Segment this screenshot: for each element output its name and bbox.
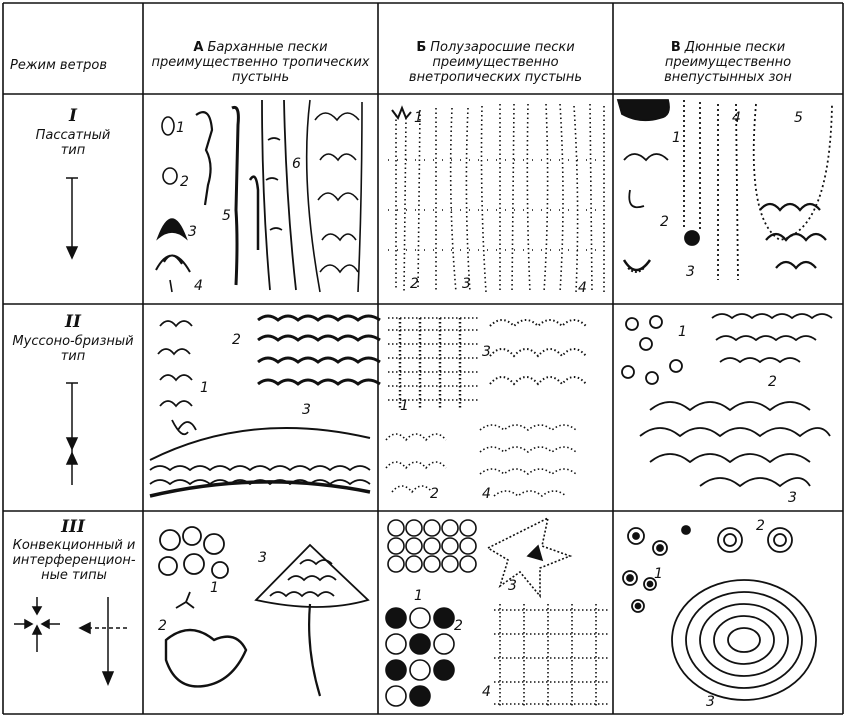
- column-letter-a: А: [193, 40, 203, 55]
- diagram-r1-a: [156, 100, 362, 292]
- num-r2c-2: 2: [768, 374, 777, 390]
- num-r3b-2: 2: [454, 618, 463, 634]
- num-r3c-3: 3: [706, 694, 715, 710]
- num-r1a-2: 2: [180, 174, 189, 190]
- num-r1a-3: 3: [188, 224, 197, 240]
- column-letter-c: В: [671, 40, 681, 55]
- row-label-3: Конвекционный и интерференцион-ные типы: [8, 538, 140, 583]
- num-r3a-2: 2: [158, 618, 167, 634]
- num-r1b-1: 1: [414, 110, 423, 126]
- row-numeral-3: III: [43, 517, 103, 537]
- diagram-r2-c: [622, 314, 832, 486]
- num-r1a-6: 6: [292, 156, 301, 172]
- num-r1c-2: 2: [660, 214, 669, 230]
- num-r2b-3: 3: [482, 344, 491, 360]
- diagram-r1-b: [388, 104, 604, 292]
- num-r2b-1: 1: [400, 398, 409, 414]
- column-letter-b: Б: [416, 40, 426, 55]
- num-r2a-3: 3: [302, 402, 311, 418]
- num-r1c-4: 4: [732, 110, 741, 126]
- num-r3a-1: 1: [210, 580, 219, 596]
- num-r3a-3: 3: [258, 550, 267, 566]
- num-r1c-5: 5: [794, 110, 803, 126]
- column-title-b: Полузаросшие пески преимущественно внетр…: [409, 40, 582, 85]
- num-r3b-4: 4: [482, 684, 491, 700]
- regime-header: Режим ветров: [10, 58, 140, 73]
- num-r1b-2: 2: [410, 276, 419, 292]
- num-r2a-2: 2: [232, 332, 241, 348]
- row-label-1: Пассатный тип: [28, 128, 118, 158]
- plant-icon: [392, 108, 411, 118]
- wind-arrow-monsoon: [66, 383, 78, 485]
- wind-arrow-trade: [66, 178, 78, 258]
- num-r3c-2: 2: [756, 518, 765, 534]
- num-r3b-1: 1: [414, 588, 423, 604]
- num-r2b-4: 4: [482, 486, 491, 502]
- num-r3b-3: 3: [508, 578, 517, 594]
- wind-arrow-interference: [80, 597, 128, 684]
- diagram-r2-a: [150, 316, 380, 496]
- num-r1a-4: 4: [194, 278, 203, 294]
- num-r2a-1: 1: [200, 380, 209, 396]
- num-r2c-3: 3: [788, 490, 797, 506]
- num-r2b-2: 2: [430, 486, 439, 502]
- num-r1b-4: 4: [578, 280, 587, 296]
- row-numeral-1: I: [43, 106, 103, 126]
- wind-arrow-convection: [14, 597, 60, 652]
- row-label-2: Муссоно-бризный тип: [8, 334, 138, 364]
- num-r2c-1: 1: [678, 324, 687, 340]
- column-title-a: Барханные пески преимущественно тропичес…: [152, 40, 370, 85]
- row-numeral-2: II: [43, 312, 103, 332]
- diagram-r1-c: [618, 100, 832, 280]
- num-r1c-1: 1: [672, 130, 681, 146]
- diagram-r3-b: [386, 518, 608, 708]
- column-title-c: Дюнные пески преимущественно внепустынны…: [664, 40, 792, 85]
- diagram-r3-c: [623, 526, 816, 700]
- num-r1c-3: 3: [686, 264, 695, 280]
- num-r1a-1: 1: [176, 120, 185, 136]
- num-r3c-1: 1: [654, 566, 663, 582]
- num-r1b-3: 3: [462, 276, 471, 292]
- num-r1a-5: 5: [222, 208, 231, 224]
